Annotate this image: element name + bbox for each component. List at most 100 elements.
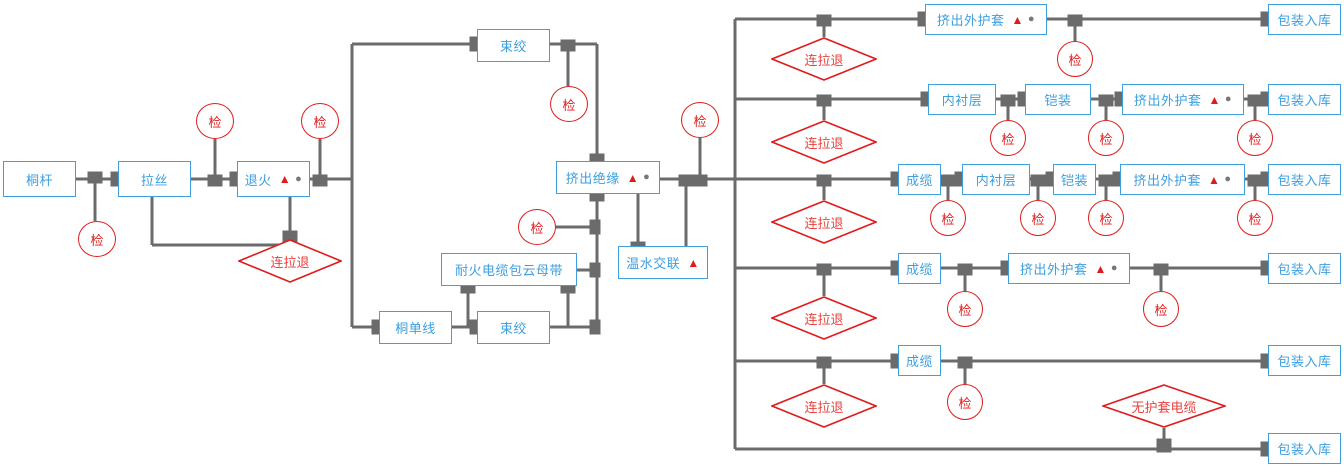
decision-label: 连拉退 <box>804 135 844 151</box>
node-row3-baozhuang-ruku[interactable]: 包装入库 <box>1268 164 1341 195</box>
inspection-label: 检 <box>530 220 544 236</box>
inspection-label: 检 <box>693 113 707 129</box>
inspection-node-2[interactable]: 检 <box>196 103 234 139</box>
dot-marker-icon: ● <box>295 172 303 185</box>
decision-lianlatui-4[interactable]: 连拉退 <box>771 296 877 340</box>
decision-lianlatui-3[interactable]: 连拉退 <box>771 200 877 244</box>
decision-lianlatui-1[interactable]: 连拉退 <box>771 37 877 81</box>
inspection-node-5[interactable]: 检 <box>518 209 556 245</box>
inspection-node-17[interactable]: 检 <box>947 384 983 420</box>
triangle-marker-icon: ▲ <box>626 170 640 185</box>
node-row3-jichu-waihutao[interactable]: 挤出外护套 ▲ ● <box>1120 164 1245 195</box>
node-shujiao-bottom[interactable]: 束绞 <box>477 311 550 344</box>
node-label: 内衬层 <box>975 173 1017 188</box>
inspection-label: 检 <box>562 97 576 113</box>
node-label: 铠装 <box>1060 173 1088 188</box>
node-row3-neichengceng[interactable]: 内衬层 <box>962 164 1030 195</box>
inspection-label: 检 <box>1248 131 1262 147</box>
inspection-node-3[interactable]: 检 <box>301 103 339 139</box>
node-row1-jichu-waihutao[interactable]: 挤出外护套 ▲ ● <box>925 4 1047 35</box>
node-jichu-jueyuan[interactable]: 挤出绝缘 ▲ ● <box>556 161 660 194</box>
node-row5-chenglan[interactable]: 成缆 <box>898 345 941 376</box>
node-row2-kaizhuang[interactable]: 铠装 <box>1025 84 1091 115</box>
diamond-shape-icon <box>238 239 342 283</box>
node-label: 拉丝 <box>140 172 168 188</box>
node-label: 温水交联 <box>626 256 681 271</box>
inspection-node-15[interactable]: 检 <box>947 291 983 327</box>
node-label: 耐火电缆包云母带 <box>454 263 563 278</box>
inspection-node-1[interactable]: 检 <box>78 221 116 257</box>
node-label: 挤出外护套 <box>936 13 1005 28</box>
decision-lianlatui-0[interactable]: 连拉退 <box>238 239 342 283</box>
node-shujiao-top[interactable]: 束绞 <box>477 29 550 62</box>
triangle-marker-icon: ▲ <box>278 172 292 186</box>
decision-label: 连拉退 <box>804 311 844 327</box>
node-label: 成缆 <box>905 262 933 277</box>
inspection-node-13[interactable]: 检 <box>1088 200 1124 236</box>
inspection-node-12[interactable]: 检 <box>1020 200 1056 236</box>
node-label: 铠装 <box>1044 93 1072 108</box>
triangle-marker-icon: ▲ <box>1207 172 1221 187</box>
node-lasi[interactable]: 拉丝 <box>118 161 191 197</box>
node-naihuo-yunmudai[interactable]: 耐火电缆包云母带 <box>441 253 577 286</box>
diamond-shape-icon <box>771 296 877 340</box>
node-label: 挤出绝缘 <box>565 171 620 186</box>
inspection-node-6[interactable]: 检 <box>681 102 719 138</box>
node-label: 包装入库 <box>1277 13 1332 28</box>
dot-marker-icon: ● <box>1224 173 1232 185</box>
inspection-node-8[interactable]: 检 <box>990 120 1026 156</box>
decision-label: 连拉退 <box>804 52 844 68</box>
inspection-node-10[interactable]: 检 <box>1237 120 1273 156</box>
node-wenshui-jiaolian[interactable]: 温水交联 ▲ <box>618 246 708 279</box>
node-row2-baozhuang-ruku[interactable]: 包装入库 <box>1268 84 1341 115</box>
inspection-node-4[interactable]: 检 <box>550 86 588 122</box>
node-row6-baozhuang-ruku[interactable]: 包装入库 <box>1268 433 1341 464</box>
dot-marker-icon: ● <box>643 171 651 183</box>
inspection-node-14[interactable]: 检 <box>1237 200 1273 236</box>
node-label: 挤出外护套 <box>1019 262 1088 277</box>
inspection-label: 检 <box>958 302 972 318</box>
diamond-shape-icon <box>771 120 877 164</box>
node-row4-jichu-waihutao[interactable]: 挤出外护套 ▲ ● <box>1008 253 1130 284</box>
node-label: 束绞 <box>499 321 527 336</box>
node-row5-baozhuang-ruku[interactable]: 包装入库 <box>1268 345 1341 376</box>
node-label: 包装入库 <box>1277 173 1332 188</box>
node-label: 包装入库 <box>1277 354 1332 369</box>
node-label: 退火 <box>244 172 272 188</box>
triangle-marker-icon: ▲ <box>1094 261 1107 276</box>
node-row1-baozhuang-ruku[interactable]: 包装入库 <box>1268 4 1341 35</box>
decision-label: 连拉退 <box>804 215 844 231</box>
inspection-node-16[interactable]: 检 <box>1143 291 1179 327</box>
node-label: 桐杆 <box>25 172 53 188</box>
inspection-node-9[interactable]: 检 <box>1088 120 1124 156</box>
node-tonggan[interactable]: 桐杆 <box>3 161 76 197</box>
dot-marker-icon: ● <box>1027 13 1036 25</box>
node-row3-kaizhuang[interactable]: 铠装 <box>1053 164 1096 195</box>
node-label: 挤出外护套 <box>1133 173 1201 188</box>
node-row4-chenglan[interactable]: 成缆 <box>898 253 941 284</box>
decision-label: 连拉退 <box>270 254 310 270</box>
decision-wuhutao-diancai[interactable]: 无护套电缆 <box>1102 384 1226 428</box>
node-row3-chenglan[interactable]: 成缆 <box>898 164 941 195</box>
decision-lianlatui-2[interactable]: 连拉退 <box>771 120 877 164</box>
node-tuihuo[interactable]: 退火 ▲ ● <box>237 161 310 197</box>
node-row2-neichengceng[interactable]: 内衬层 <box>928 84 996 115</box>
inspection-node-11[interactable]: 检 <box>930 200 966 236</box>
diamond-shape-icon <box>771 37 877 81</box>
inspection-label: 检 <box>208 114 222 130</box>
inspection-label: 检 <box>90 232 104 248</box>
node-label: 包装入库 <box>1277 442 1332 457</box>
node-label: 内衬层 <box>941 93 983 108</box>
node-label: 成缆 <box>905 173 933 188</box>
dot-marker-icon: ● <box>1224 93 1233 105</box>
inspection-label: 检 <box>1099 131 1113 147</box>
node-row4-baozhuang-ruku[interactable]: 包装入库 <box>1268 253 1341 284</box>
node-row2-jichu-waihutao[interactable]: 挤出外护套 ▲ ● <box>1122 84 1244 115</box>
inspection-label: 检 <box>941 211 955 227</box>
node-tongdanxian[interactable]: 桐单线 <box>379 311 452 344</box>
inspection-label: 检 <box>1068 52 1082 68</box>
inspection-node-7[interactable]: 检 <box>1057 41 1093 77</box>
decision-lianlatui-5[interactable]: 连拉退 <box>771 384 877 428</box>
